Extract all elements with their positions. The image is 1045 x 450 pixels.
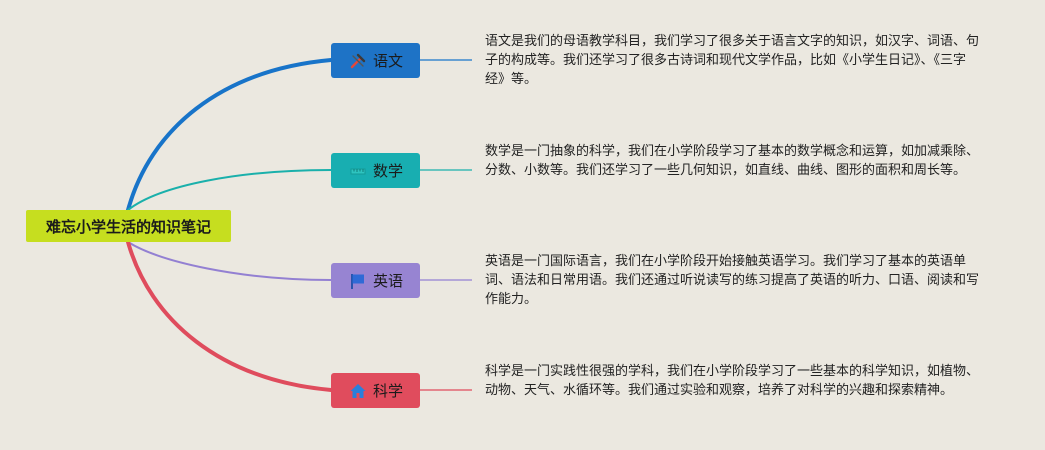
root-node-label: 难忘小学生活的知识笔记 (45, 217, 211, 236)
connector-curve-kexue (126, 240, 333, 392)
connector-curve-yingyu (127, 241, 332, 281)
branch-node-shuxue[interactable]: 数学 (331, 153, 420, 188)
branch-node-yuwen[interactable]: 语文 (331, 43, 420, 78)
tools-icon (348, 51, 368, 71)
description-yuwen: 语文是我们的母语教学科目，我们学习了很多关于语言文字的知识，如汉字、词语、句子的… (485, 34, 980, 87)
branch-label-kexue: 科学 (372, 382, 403, 400)
connector-curve-shuxue (127, 169, 332, 211)
root-node[interactable]: 难忘小学生活的知识笔记 (26, 210, 231, 242)
flag-icon (348, 271, 368, 291)
description-kexue: 科学是一门实践性很强的学科，我们在小学阶段学习了一些基本的科学知识，如植物、动物… (485, 364, 980, 398)
branch-node-kexue[interactable]: 科学 (331, 373, 420, 408)
connector-curve-yuwen (126, 58, 333, 212)
description-yingyu: 英语是一门国际语言，我们在小学阶段开始接触英语学习。我们学习了基本的英语单词、语… (485, 254, 980, 307)
branch-node-yingyu[interactable]: 英语 (331, 263, 420, 298)
house-icon (348, 381, 368, 401)
ruler-icon (348, 161, 368, 181)
branch-label-yuwen: 语文 (372, 52, 403, 70)
branch-label-shuxue: 数学 (372, 162, 403, 180)
description-shuxue: 数学是一门抽象的科学，我们在小学阶段学习了基本的数学概念和运算，如加减乘除、分数… (485, 144, 980, 178)
branch-label-yingyu: 英语 (372, 272, 403, 290)
